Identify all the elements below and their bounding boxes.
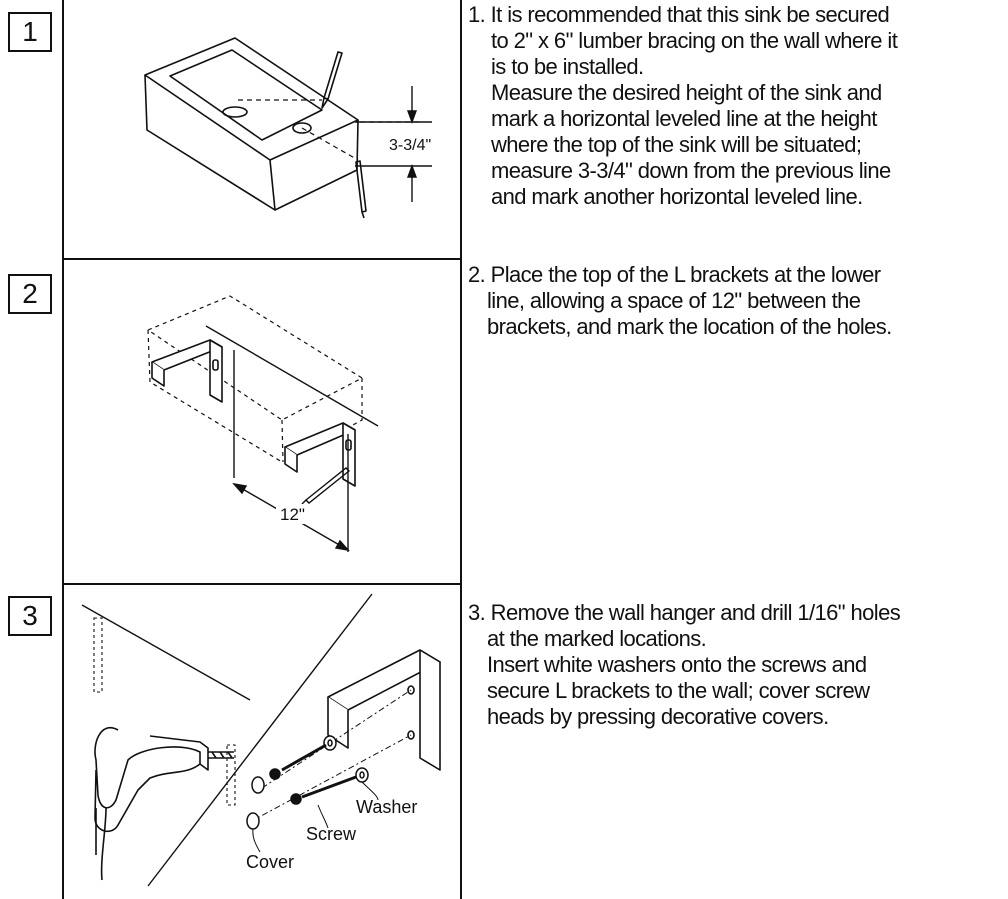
drill-and-mount-illustration: Washer Screw Cover: [81, 593, 441, 887]
pencil-lower: [355, 160, 367, 219]
divider-step-2-3: [62, 583, 462, 585]
step-1-line-3: is to be installed.: [491, 54, 644, 79]
step-1-line-4: Measure the desired height of the sink a…: [491, 80, 882, 105]
step-3-instructions: 3. Remove the wall hanger and drill 1/16…: [468, 600, 1008, 730]
step-1-line-8: and mark another horizontal leveled line…: [491, 184, 863, 209]
step-2-line-3: brackets, and mark the location of the h…: [487, 314, 892, 339]
step-1-line-1: 1. It is recommended that this sink be s…: [468, 2, 890, 27]
cover-label: Cover: [246, 852, 294, 872]
step-2-instructions: 2. Place the top of the L brackets at th…: [468, 262, 1008, 340]
step-1-line-5: mark a horizontal leveled line at the he…: [491, 106, 877, 131]
step-1-line-6: where the top of the sink will be situat…: [491, 132, 862, 157]
step-2-number: 2: [8, 274, 52, 314]
step-3-line-1: 3. Remove the wall hanger and drill 1/16…: [468, 600, 901, 625]
step-1-number: 1: [8, 12, 52, 52]
dimension-label-3-3-4: 3-3/4": [389, 137, 431, 154]
washer-label: Washer: [356, 797, 417, 817]
sink-marking-illustration: 3-3/4": [144, 37, 432, 219]
step-3-line-5: heads by pressing decorative covers.: [487, 704, 829, 729]
step-1-instructions: 1. It is recommended that this sink be s…: [468, 2, 1008, 210]
divider-step-1-2: [62, 258, 462, 260]
step-3-line-4: secure L brackets to the wall; cover scr…: [487, 678, 870, 703]
step-1-line-7: measure 3-3/4" down from the previous li…: [491, 158, 891, 183]
step-3-line-3: Insert white washers onto the screws and: [487, 652, 867, 677]
step-2-line-1: 2. Place the top of the L brackets at th…: [468, 262, 881, 287]
dimension-label-12: 12": [280, 505, 305, 524]
pencil-upper: [321, 51, 343, 109]
screw-label: Screw: [306, 824, 357, 844]
step-2-line-2: line, allowing a space of 12" between th…: [487, 288, 861, 313]
step-3-line-2: at the marked locations.: [487, 626, 707, 651]
bracket-placement-illustration: 12": [146, 295, 379, 552]
drill: [94, 727, 234, 881]
l-bracket: [327, 649, 441, 771]
step-3-number: 3: [8, 596, 52, 636]
step-1-line-2: to 2" x 6" lumber bracing on the wall wh…: [491, 28, 898, 53]
illustration-column-frame: [62, 0, 462, 899]
